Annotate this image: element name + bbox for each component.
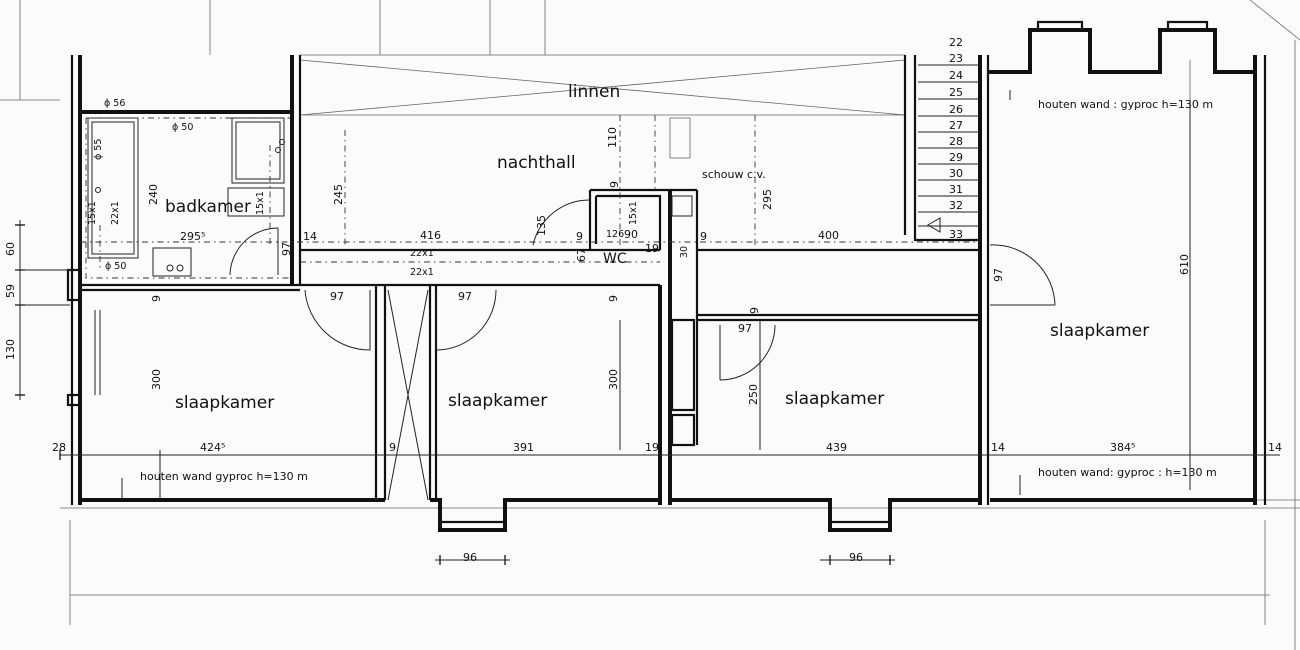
dim-label: 14 [303,230,317,243]
stair-step: 32 [949,199,963,212]
room-label-schouw: schouw c.v. [702,168,766,181]
stair-step: 22 [949,36,963,49]
dim-label: 9 [576,230,583,243]
stair-step: 29 [949,151,963,164]
dim-label: 245 [332,184,345,205]
dim-label: 384⁵ [1110,441,1135,454]
dim-label: 28 [52,441,66,454]
stairs: 22 23 24 25 26 27 28 29 30 31 32 33 [918,36,978,241]
dim-label: 439 [826,441,847,454]
dim-label: 22x1 [410,267,434,278]
dim-label: 416 [420,229,441,242]
dim-label: 15x1 [87,201,98,225]
stair-step: 27 [949,119,963,132]
room-label-badkamer: badkamer [165,197,251,217]
dim-label: 19 [645,441,659,454]
dim-label: 22x1 [410,248,434,259]
stair-step: 26 [949,103,963,116]
stair-step: 24 [949,69,963,82]
dim-label: 250 [747,384,760,405]
dim-label: 97 [330,290,344,303]
room-label-slaapkamer-3: slaapkamer [785,389,884,409]
dim-label: 391 [513,441,534,454]
dim-label: 22x1 [110,201,121,225]
dim-label: 30 [679,246,690,258]
dim-label: 14 [991,441,1005,454]
note-wall-bottom-left: houten wand gyproc h=130 m [140,470,308,483]
dim-label: 60 [4,242,17,256]
walls [66,20,1267,532]
dim-label: 295 [761,189,774,210]
room-label-nachthall: nachthall [497,153,576,173]
room-label-linnen: linnen [568,82,620,102]
room-label-slaapkamer-4: slaapkamer [1050,321,1149,341]
bathroom-fixtures [85,117,290,279]
dim-label: 424⁵ [200,441,225,454]
stair-step: 23 [949,52,963,65]
dim-label: 15x1 [255,191,266,215]
dim-label: 110 [606,127,619,148]
dim-label: 59 [4,284,17,298]
door-swings [229,199,1056,381]
dim-label: 9 [700,230,707,243]
wall-notes: houten wand : gyproc h=130 m houten wand… [140,98,1217,483]
room-labels: linnen nachthall badkamer WC schouw c.v.… [165,82,1149,413]
stair-step: 33 [949,228,963,241]
dim-label: 19 [645,242,659,255]
dimension-lines [15,90,1280,565]
stair-step: 30 [949,167,963,180]
stair-step: 31 [949,183,963,196]
dim-label: ϕ 56 [104,98,125,109]
dim-label: ϕ 50 [172,122,193,133]
dim-label: 15x1 [628,201,639,225]
dim-label: 126 [606,229,624,240]
note-wall-top-right: houten wand : gyproc h=130 m [1038,98,1213,111]
room-label-slaapkamer-1: slaapkamer [175,393,274,413]
dim-label: 90 [624,228,638,241]
dim-label: ϕ 50 [105,261,126,272]
dim-label: 97 [280,242,293,256]
dim-label: 96 [463,551,477,564]
dim-label: 400 [818,229,839,242]
dim-label: 135 [535,215,548,236]
dim-label: 97 [458,290,472,303]
dim-label: 295⁵ [180,230,205,243]
room-label-wc: WC [603,251,627,267]
dim-label: 97 [992,268,1005,282]
dim-label: 9 [608,181,621,188]
dim-label: 130 [4,339,17,360]
dim-label: 9 [150,295,163,302]
dim-label: 240 [147,184,160,205]
room-label-slaapkamer-2: slaapkamer [448,391,547,411]
dim-label: 96 [849,551,863,564]
dim-label: 67 [575,248,588,262]
dim-label: 300 [150,369,163,390]
stair-step: 25 [949,86,963,99]
dimension-labels: ϕ 56 ϕ 50 ϕ 50 ϕ 55 240 15x1 22x1 15x1 2… [4,98,1282,564]
dim-label: 300 [607,369,620,390]
dim-label: 97 [738,322,752,335]
service-lines [80,115,980,263]
dim-label: 9 [607,295,620,302]
dim-label: 9 [389,441,396,454]
dim-label: 9 [748,307,761,314]
dim-label: ϕ 55 [93,139,104,160]
dim-label: 14 [1268,441,1282,454]
dim-label: 610 [1178,254,1191,275]
stair-step: 28 [949,135,963,148]
note-wall-bottom-right: houten wand: gyproc : h=130 m [1038,466,1217,479]
